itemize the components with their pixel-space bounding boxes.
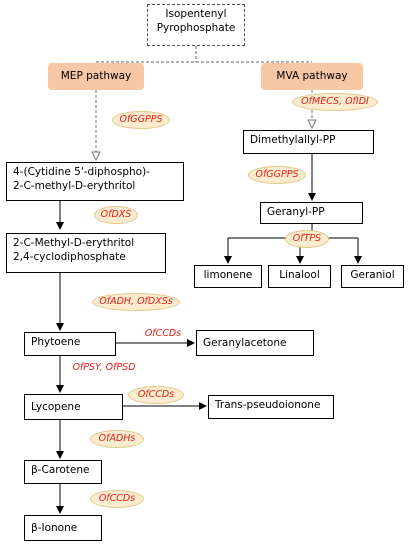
node-isopentenyl-pyrophosphate: Isopentenyl Pyrophosphate <box>147 4 245 46</box>
node-trans-pseudoionone: Trans-pseudoionone <box>208 395 334 419</box>
enzyme-ofpsy-ofpsd: OfPSY, OfPSD <box>72 362 136 373</box>
node-linalool: Linalool <box>268 265 331 288</box>
enzyme-ofadhs: OfADHs <box>90 430 144 448</box>
enzyme-ofggpps-mep: OfGGPPS <box>112 111 170 129</box>
node-geranylacetone: Geranylacetone <box>196 330 314 356</box>
node-geranyl-pp: Geranyl-PP <box>260 202 363 224</box>
node-limonene: limonene <box>194 265 262 288</box>
node-cdp-methylerythritol: 4-(Cytidine 5'-diphospho)- 2-C-methyl-D-… <box>6 162 184 201</box>
enzyme-ofmecs-ofidi: OfMECS, OfIDI <box>292 93 378 111</box>
enzyme-oftps: OfTPS <box>285 230 329 248</box>
enzyme-ofccds-3: OfCCDs <box>90 490 144 508</box>
node-phytoene: Phytoene <box>24 332 116 356</box>
node-dimethylallyl-pp: Dimethylallyl-PP <box>243 130 374 154</box>
node-geraniol: Geraniol <box>341 265 404 288</box>
node-beta-ionone: β-Ionone <box>24 515 102 541</box>
label-mva-pathway: MVA pathway <box>261 63 363 90</box>
enzyme-ofdxs: OfDXS <box>94 206 138 224</box>
label-mep-pathway: MEP pathway <box>48 63 144 90</box>
enzyme-ofadh-ofdxss: OfADH, OfDXSs <box>92 293 180 311</box>
node-lycopene: Lycopene <box>24 394 123 420</box>
enzyme-ofccds-2: OfCCDs <box>128 386 184 404</box>
enzyme-ofccds-1: OfCCDs <box>144 328 182 339</box>
node-methylerythritol-cyclodiphosphate: 2-C-Methyl-D-erythritol 2,4-cyclodiphosp… <box>6 233 166 273</box>
enzyme-ofggpps-mva: OfGGPPS <box>248 166 306 184</box>
node-beta-carotene: β-Carotene <box>24 460 102 484</box>
